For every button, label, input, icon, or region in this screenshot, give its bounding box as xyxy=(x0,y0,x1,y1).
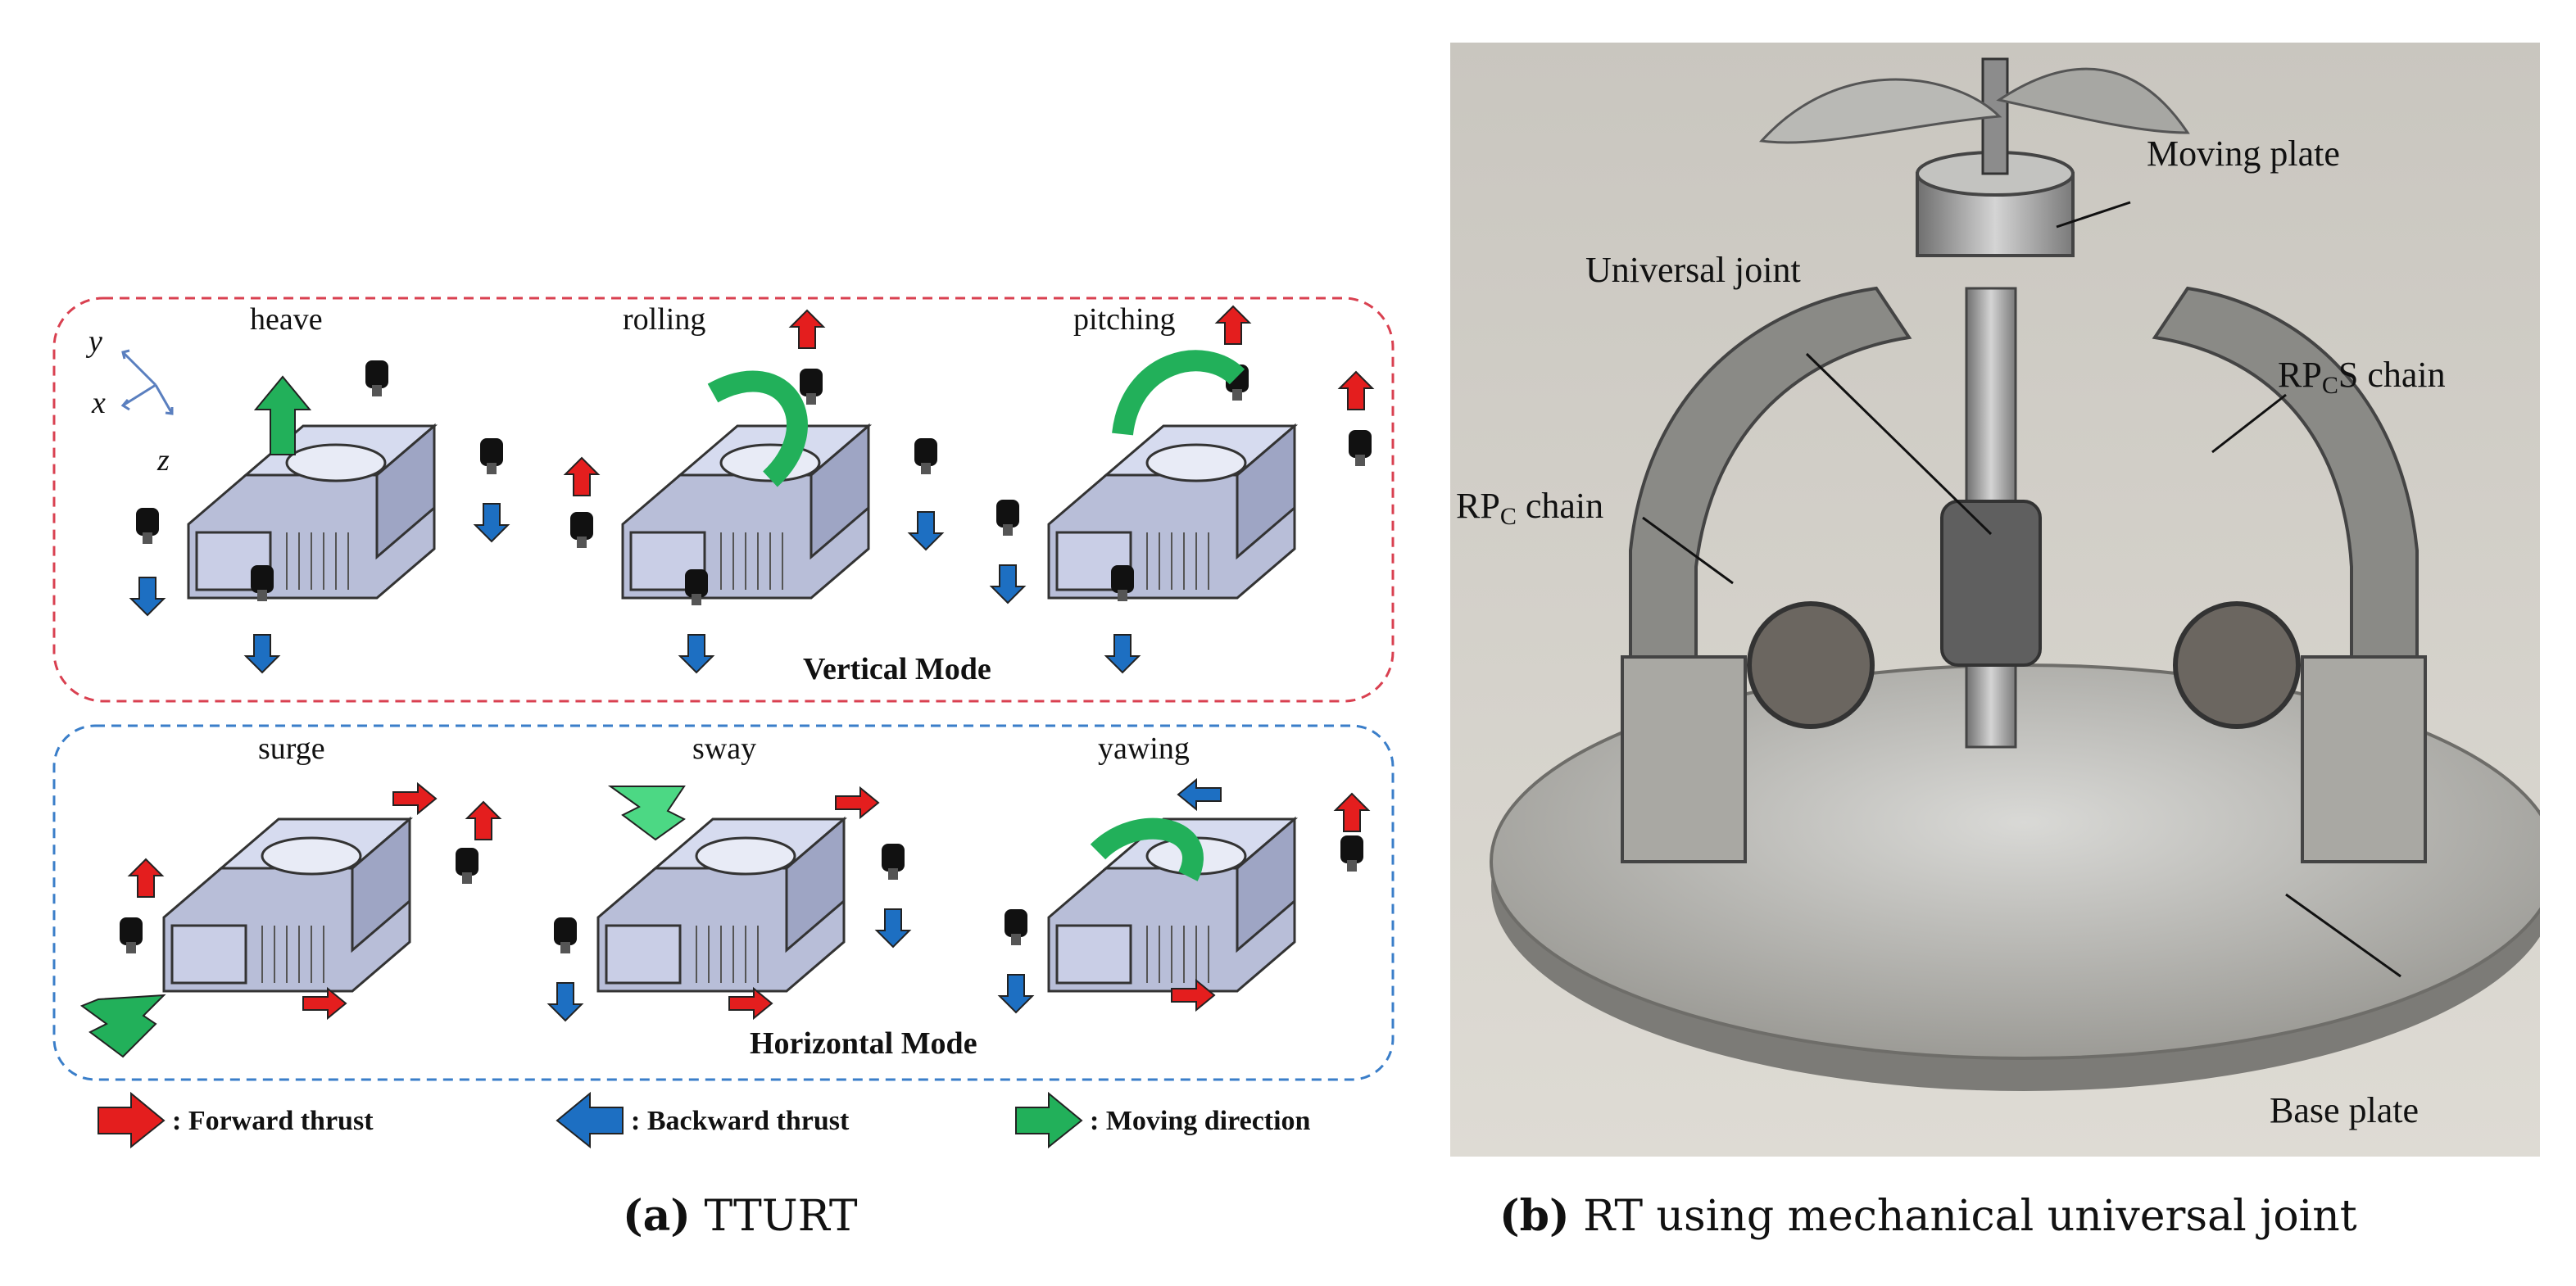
motion-label-pitching: pitching xyxy=(1073,302,1176,337)
label-rpc-chain: RPC chain xyxy=(1456,486,1604,530)
legend-backward-text: : Backward thrust xyxy=(631,1106,850,1136)
axis-y-label: y xyxy=(88,324,102,359)
heave-direction-arrow xyxy=(253,375,312,455)
tturt-svg xyxy=(52,297,1395,1149)
universal-joint-shape xyxy=(1940,500,2042,667)
panel-a-tturt-diagram: y x z heave rolling pitching Vertical Mo… xyxy=(52,297,1395,1149)
panel-b-photo: Moving plate Universal joint RPCS chain … xyxy=(1450,43,2558,1157)
vertical-mode-title: Vertical Mode xyxy=(803,652,991,686)
axes-icon xyxy=(120,349,174,415)
caption-a-text: TTURT xyxy=(704,1192,858,1241)
legend-moving-arrow xyxy=(1015,1091,1083,1149)
rpcs-chain-shape xyxy=(2152,286,2419,749)
motion-label-sway: sway xyxy=(692,731,757,766)
motion-label-surge: surge xyxy=(258,731,325,766)
caption-b: (b) RT using mechanical universal joint xyxy=(1499,1191,2357,1242)
horizontal-mode-title: Horizontal Mode xyxy=(750,1026,977,1061)
caption-a-label: (a) xyxy=(623,1191,691,1241)
caption-b-text: RT using mechanical universal joint xyxy=(1583,1192,2357,1241)
motion-label-rolling: rolling xyxy=(623,302,706,337)
vertical-mode-box xyxy=(52,297,1395,703)
label-rpcs-chain: RPCS chain xyxy=(2278,355,2446,399)
legend-forward-text: : Forward thrust xyxy=(172,1106,374,1136)
axis-x-label: x xyxy=(92,386,106,420)
motion-label-yawing: yawing xyxy=(1098,731,1190,766)
rolling-direction-arrow xyxy=(707,370,808,487)
legend-backward-arrow xyxy=(556,1091,624,1149)
gear-left xyxy=(1747,601,1875,729)
legend-moving-text: : Moving direction xyxy=(1090,1106,1311,1136)
gear-right xyxy=(2173,601,2301,729)
rpc-chain-shape xyxy=(1629,286,1912,749)
horizontal-mode-box xyxy=(52,724,1395,1081)
pitching-direction-arrow xyxy=(1112,350,1245,436)
yawing-direction-arrow xyxy=(1090,817,1204,881)
label-universal-joint: Universal joint xyxy=(1585,250,1801,290)
sway-direction-arrow xyxy=(607,786,686,841)
surge-direction-arrow xyxy=(79,994,166,1058)
caption-b-label: (b) xyxy=(1499,1191,1570,1241)
propeller-blade-right xyxy=(1996,67,2190,134)
label-moving-plate: Moving plate xyxy=(2147,134,2340,174)
axis-z-label: z xyxy=(157,443,170,478)
caption-a: (a) TTURT xyxy=(623,1191,858,1242)
propeller-blade-left xyxy=(1758,78,2002,144)
label-base-plate: Base plate xyxy=(2270,1090,2420,1130)
rt-photo-svg xyxy=(1450,43,2558,1157)
legend-forward-arrow xyxy=(98,1091,166,1149)
motion-label-heave: heave xyxy=(250,302,323,337)
